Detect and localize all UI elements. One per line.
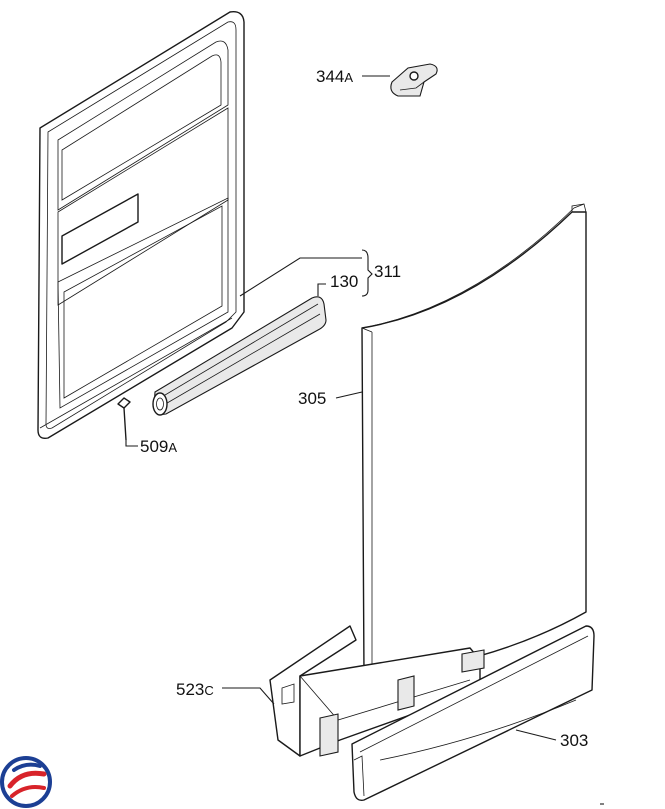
leader-lines bbox=[125, 75, 604, 805]
clip-509a bbox=[117, 397, 131, 441]
label-509a: 509A bbox=[140, 437, 177, 456]
kick-plate-303 bbox=[351, 625, 595, 802]
bottom-frame-523c bbox=[269, 625, 485, 757]
part-labels: 344A 311 130 305 509A 523C 303 bbox=[140, 67, 588, 750]
label-311: 311 bbox=[374, 262, 401, 281]
label-523c: 523C bbox=[176, 680, 214, 699]
inner-door-panel bbox=[37, 11, 245, 440]
label-305: 305 bbox=[298, 389, 326, 408]
label-130: 130 bbox=[330, 272, 358, 291]
label-303: 303 bbox=[560, 731, 588, 750]
hinge-344a bbox=[390, 63, 438, 97]
brand-logo bbox=[0, 756, 52, 808]
label-344a: 344A bbox=[316, 67, 353, 86]
outer-door-panel-305 bbox=[361, 203, 587, 677]
seal-130 bbox=[152, 296, 327, 416]
